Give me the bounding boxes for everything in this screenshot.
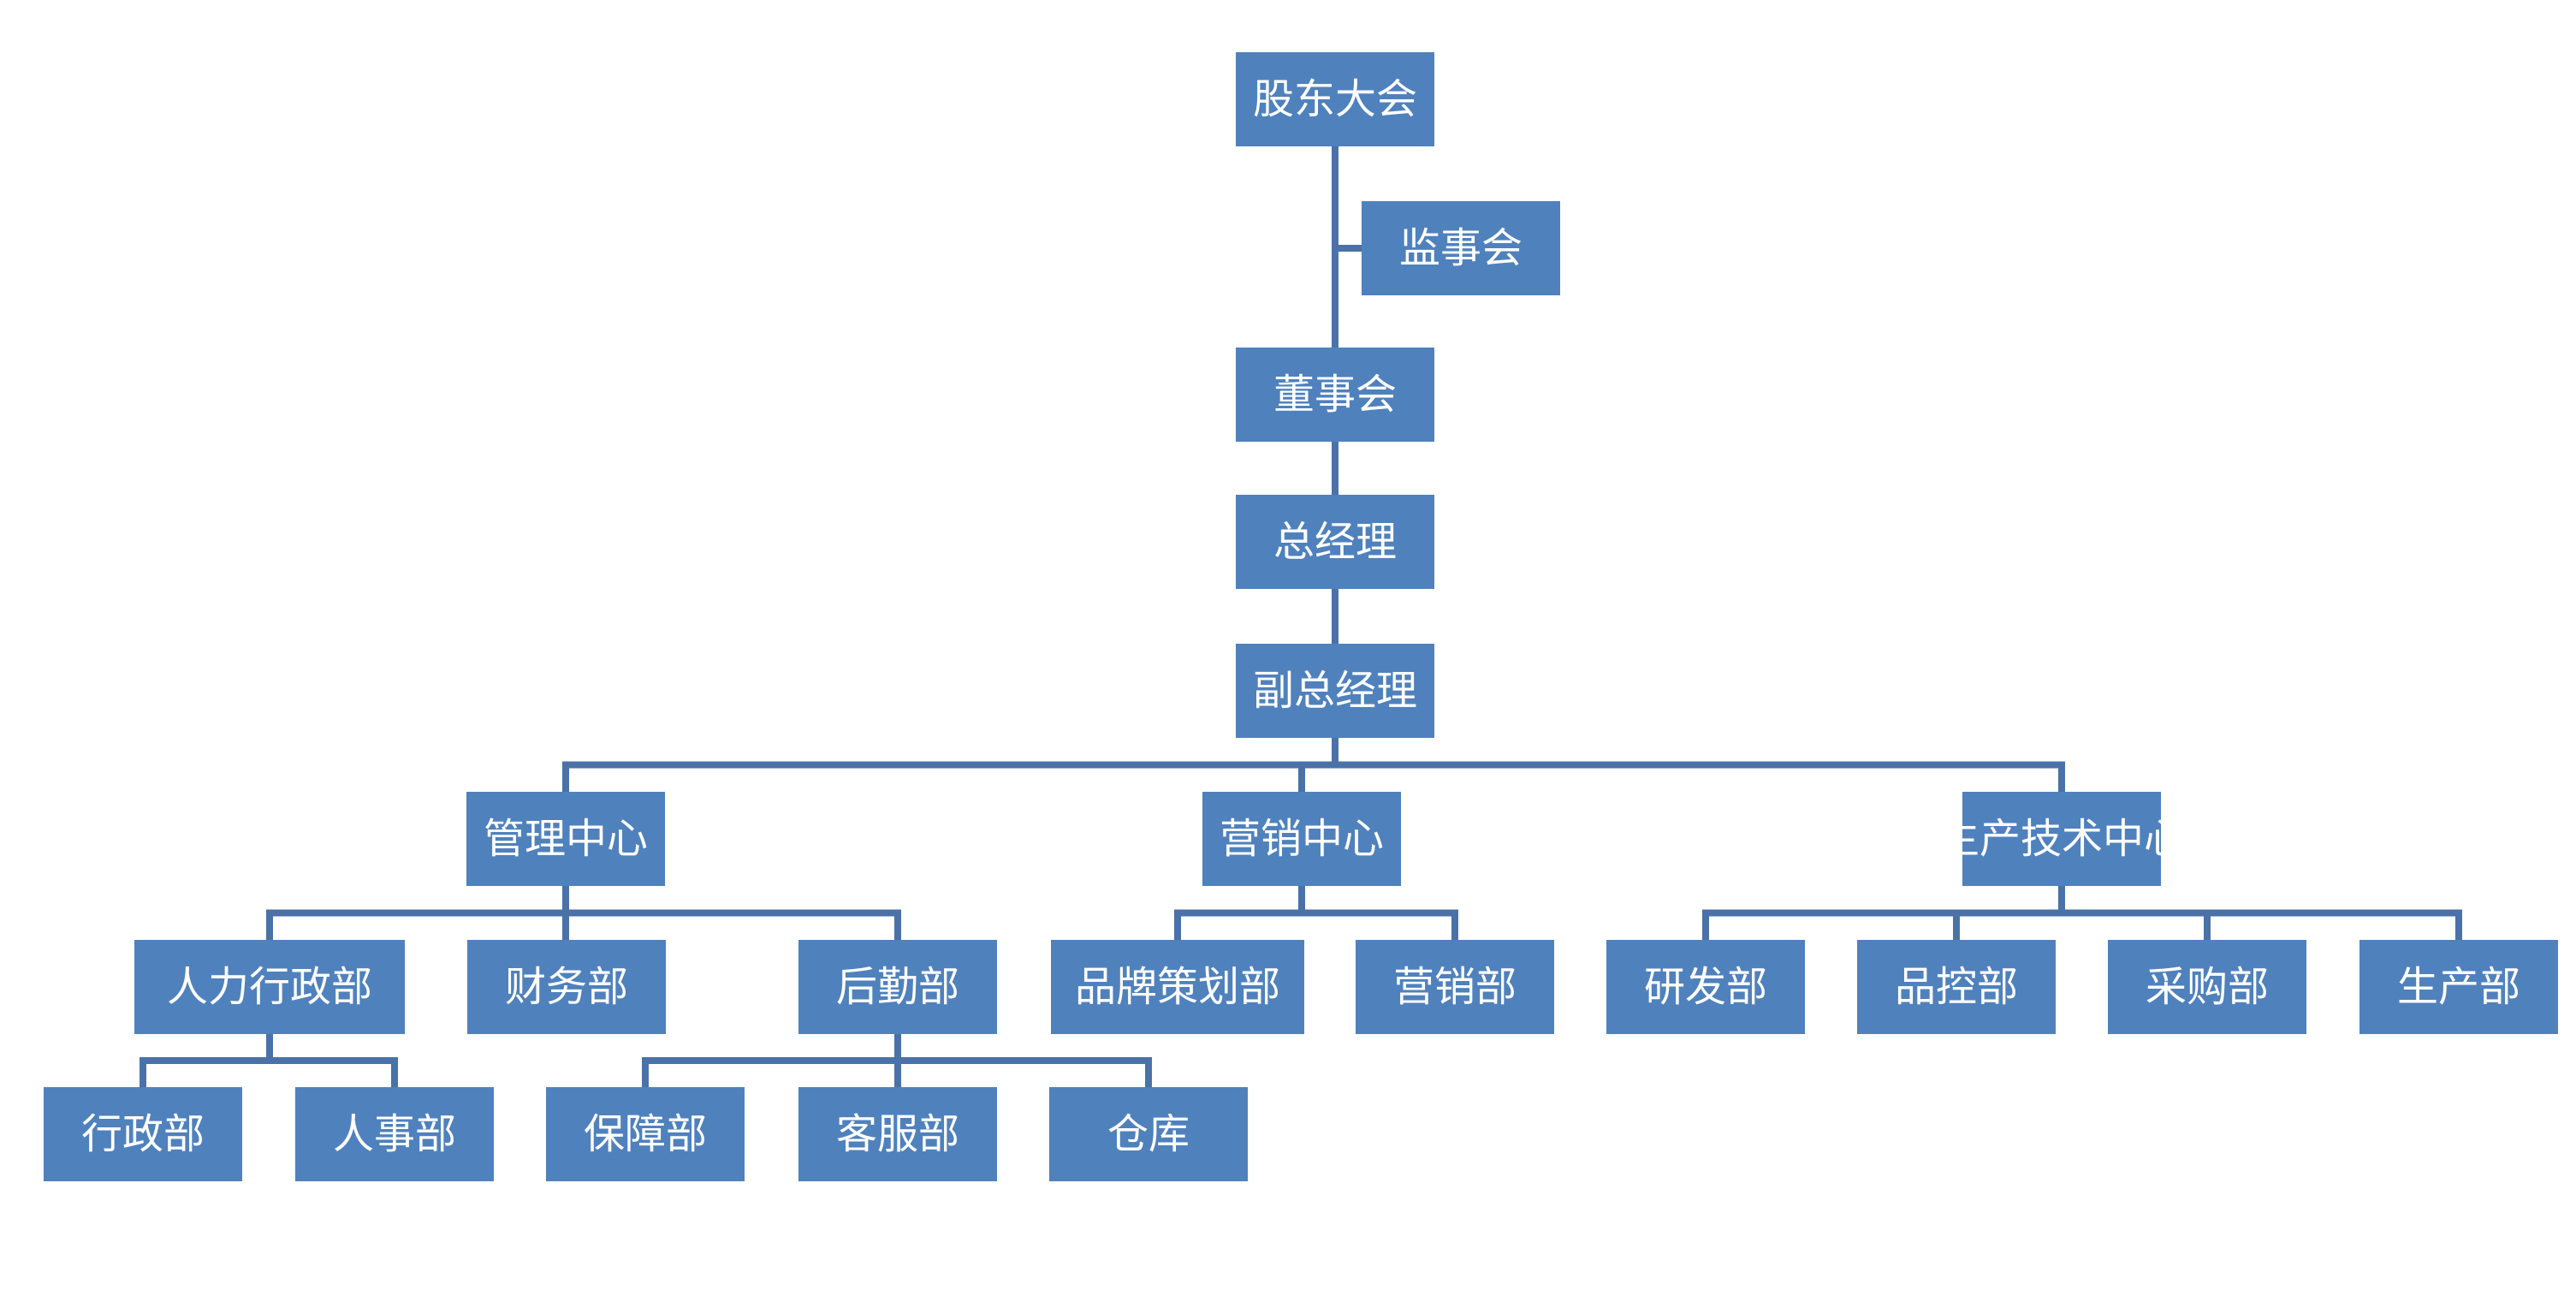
node-box <box>466 792 665 886</box>
node-box <box>1356 940 1554 1034</box>
node-label: 营销中心 <box>1220 815 1384 863</box>
node-quality-control-dept: 品控部 <box>1857 940 2056 1034</box>
node-box <box>1857 940 2056 1034</box>
node-board-of-directors: 董事会 <box>1236 348 1434 442</box>
node-box <box>546 1087 745 1181</box>
node-support-dept: 保障部 <box>546 1087 745 1181</box>
node-label: 副总经理 <box>1253 667 1417 715</box>
node-label: 仓库 <box>1107 1110 1190 1158</box>
node-box <box>1362 201 1560 295</box>
node-management-center: 管理中心 <box>466 792 665 886</box>
node-box <box>1236 52 1434 146</box>
node-label: 客服部 <box>836 1110 959 1158</box>
node-box <box>1236 644 1434 738</box>
node-deputy-general-manager: 副总经理 <box>1236 644 1434 738</box>
node-label: 品牌策划部 <box>1075 963 1280 1011</box>
node-box <box>295 1087 494 1181</box>
node-label: 总经理 <box>1273 518 1397 566</box>
node-shareholders-meeting: 股东大会 <box>1236 52 1434 146</box>
node-box <box>1606 940 1805 1034</box>
node-production-dept: 生产部 <box>2359 940 2558 1034</box>
node-label: 后勤部 <box>836 963 959 1011</box>
node-customer-service-dept: 客服部 <box>798 1087 997 1181</box>
node-finance-dept: 财务部 <box>467 940 666 1034</box>
node-box <box>798 940 997 1034</box>
node-label: 生产部 <box>2397 963 2520 1011</box>
node-box <box>467 940 666 1034</box>
node-label: 采购部 <box>2146 963 2269 1011</box>
node-personnel-dept: 人事部 <box>295 1087 494 1181</box>
node-label: 人力行政部 <box>167 963 372 1011</box>
node-label: 研发部 <box>1644 963 1767 1011</box>
node-brand-planning-dept: 品牌策划部 <box>1051 940 1304 1034</box>
node-box <box>2108 940 2306 1034</box>
node-label: 营销部 <box>1393 963 1517 1011</box>
node-box <box>1202 792 1401 886</box>
node-warehouse: 仓库 <box>1049 1087 1248 1181</box>
node-label: 生产技术中心 <box>1938 815 2185 863</box>
node-hr-admin-dept: 人力行政部 <box>134 940 405 1034</box>
node-box <box>1962 792 2161 886</box>
node-label: 品控部 <box>1895 963 2018 1011</box>
node-box <box>1236 495 1434 589</box>
node-box <box>134 940 405 1034</box>
node-box <box>1236 348 1434 442</box>
node-marketing-dept: 营销部 <box>1356 940 1554 1034</box>
node-general-manager: 总经理 <box>1236 495 1434 589</box>
node-label: 人事部 <box>333 1110 456 1158</box>
node-marketing-center: 营销中心 <box>1202 792 1401 886</box>
node-label: 监事会 <box>1399 224 1522 272</box>
connector-lines <box>139 143 2462 1091</box>
node-rd-dept: 研发部 <box>1606 940 1805 1034</box>
node-box <box>1049 1087 1248 1181</box>
node-label: 财务部 <box>505 963 628 1011</box>
node-label: 董事会 <box>1273 371 1397 419</box>
node-label: 股东大会 <box>1253 75 1417 123</box>
node-label: 保障部 <box>584 1110 707 1158</box>
node-label: 行政部 <box>81 1110 205 1158</box>
node-logistics-dept: 后勤部 <box>798 940 997 1034</box>
node-box <box>44 1087 242 1181</box>
node-admin-dept: 行政部 <box>44 1087 242 1181</box>
node-production-tech-center: 生产技术中心 <box>1938 792 2185 886</box>
node-supervisory-board: 监事会 <box>1362 201 1560 295</box>
node-box <box>798 1087 997 1181</box>
node-procurement-dept: 采购部 <box>2108 940 2306 1034</box>
node-box <box>1051 940 1304 1034</box>
node-box <box>2359 940 2558 1034</box>
node-label: 管理中心 <box>484 815 648 863</box>
